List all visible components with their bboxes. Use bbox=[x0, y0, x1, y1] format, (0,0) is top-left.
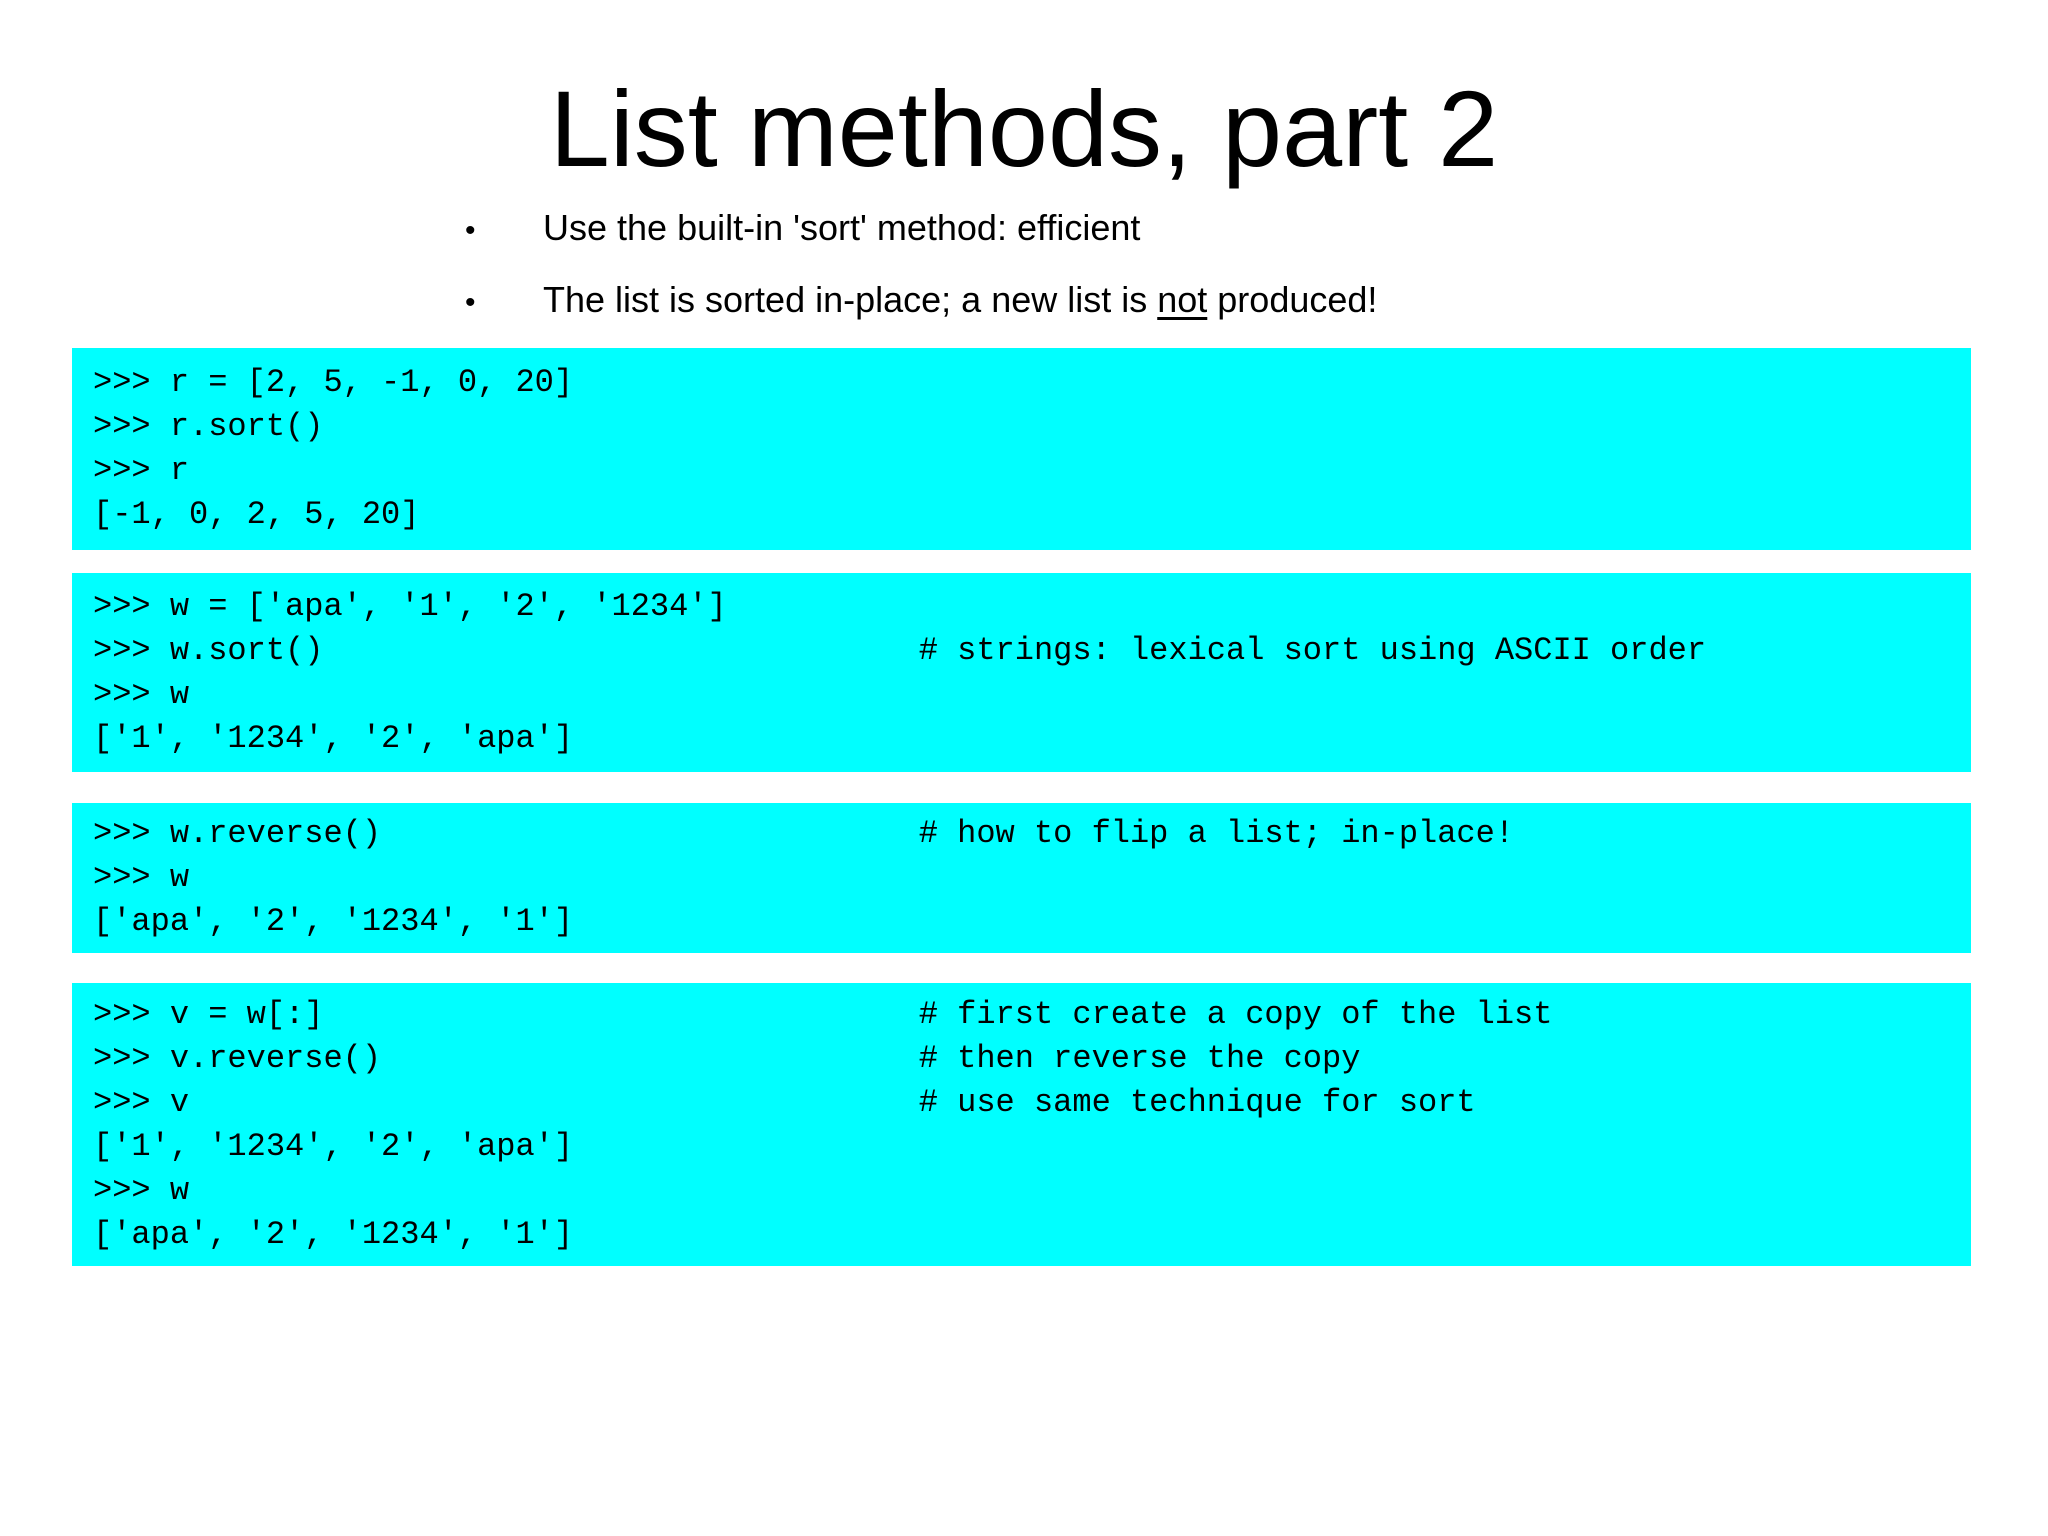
code-block-sort-numbers: >>> r = [2, 5, -1, 0, 20] >>> r.sort() >>>… bbox=[72, 348, 1971, 550]
bullet-marker: • bbox=[465, 286, 476, 319]
code-line: >>> w bbox=[93, 859, 190, 896]
page-title: List methods, part 2 bbox=[549, 68, 1499, 189]
code-line: >>> w.reverse() # how to flip a list; in… bbox=[93, 815, 1515, 852]
bullet-marker: • bbox=[465, 214, 476, 247]
code-line: ['1', '1234', '2', 'apa'] bbox=[93, 719, 574, 757]
code-line: [-1, 0, 2, 5, 20] bbox=[93, 496, 420, 533]
code-line: >>> r = [2, 5, -1, 0, 20] bbox=[93, 364, 574, 401]
code-line: >>> w bbox=[93, 675, 190, 713]
code-block-reverse: >>> w.reverse() # how to flip a list; in… bbox=[72, 803, 1971, 953]
code-line: >>> r bbox=[93, 452, 190, 489]
code-line: >>> v # use same technique for sort bbox=[93, 1083, 1476, 1121]
bullet-item-1: • Use the built-in 'sort' method: effici… bbox=[465, 206, 1140, 253]
code-line: >>> w bbox=[93, 1171, 190, 1209]
bullet-text: Use the built-in 'sort' method: efficien… bbox=[543, 206, 1140, 250]
code-line: ['1', '1234', '2', 'apa'] bbox=[93, 1127, 574, 1165]
bullet-text-before: Use the built-in 'sort' method: efficien… bbox=[543, 207, 1141, 248]
code-line: >>> w.sort() # strings: lexical sort usi… bbox=[93, 631, 1707, 669]
bullet-text-underlined: not bbox=[1157, 279, 1208, 320]
code-line: ['apa', '2', '1234', '1'] bbox=[93, 1215, 574, 1253]
code-line: >>> v = w[:] # first create a copy of th… bbox=[93, 995, 1553, 1033]
code-block-sort-strings: >>> w = ['apa', '1', '2', '1234'] >>> w.s… bbox=[72, 573, 1971, 772]
code-line: >>> v.reverse() # then reverse the copy bbox=[93, 1039, 1361, 1077]
bullet-text-before: The list is sorted in-place; a new list … bbox=[543, 279, 1158, 320]
code-line: >>> r.sort() bbox=[93, 408, 324, 445]
bullet-text: The list is sorted in-place; a new list … bbox=[543, 278, 1377, 322]
code-block-copy-reverse: >>> v = w[:] # first create a copy of th… bbox=[72, 983, 1971, 1266]
bullet-item-2: • The list is sorted in-place; a new lis… bbox=[465, 278, 1377, 325]
bullet-text-after: produced! bbox=[1207, 279, 1378, 320]
code-line: ['apa', '2', '1234', '1'] bbox=[93, 903, 574, 940]
code-line: >>> w = ['apa', '1', '2', '1234'] bbox=[93, 587, 727, 625]
